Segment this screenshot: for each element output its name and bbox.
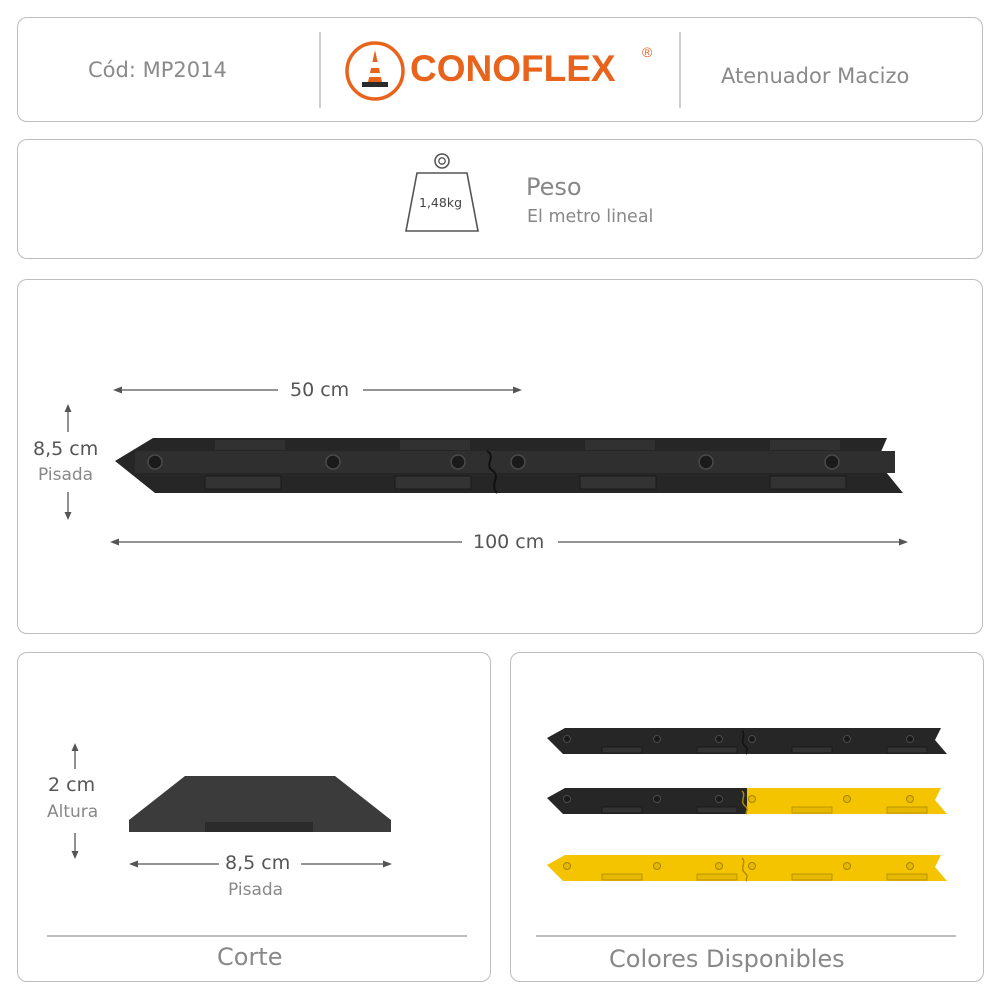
colors-caption: Colores Disponibles: [609, 945, 845, 973]
speed-hump-product-image: [115, 438, 903, 494]
header-divider-right: [679, 32, 681, 108]
colors-caption-divider: [536, 935, 956, 937]
half-length-arrow: [113, 386, 522, 394]
black-yellow-variant-image: [547, 788, 947, 815]
weight-subtitle: El metro lineal: [527, 207, 654, 227]
width-value: 8,5 cm: [33, 438, 99, 460]
full-length-arrow: [110, 538, 908, 546]
cross-section-shape: [129, 776, 391, 832]
section-width-label: Pisada: [228, 880, 284, 900]
height-arrow-down: [71, 833, 79, 859]
colors-card: Colores Disponibles: [510, 652, 984, 982]
section-width-arrow: [129, 860, 392, 868]
black-variant-image: [547, 728, 947, 755]
product-name: Atenuador Macizo: [721, 64, 910, 88]
height-label: Altura: [47, 802, 99, 822]
half-length-label: 50 cm: [290, 379, 350, 401]
width-arrow-up: [64, 404, 72, 432]
yellow-variant-image: [547, 855, 947, 882]
registered-mark: ®: [642, 44, 653, 60]
full-length-label: 100 cm: [473, 531, 545, 553]
width-arrow-down: [64, 492, 72, 520]
brand-logo: CONOFLEX: [410, 48, 616, 89]
weight-value: 1,48kg: [419, 195, 463, 210]
cone-logo-icon: [345, 41, 405, 101]
weight-card: 1,48kg Peso El metro lineal: [17, 139, 983, 259]
dimensions-card: 50 cm 8,5 cm Pisada 100 cm: [17, 279, 983, 634]
section-caption: Corte: [217, 943, 283, 971]
product-code: Cód: MP2014: [88, 58, 227, 82]
height-arrow-up: [71, 743, 79, 769]
width-label: Pisada: [38, 465, 94, 485]
cross-section-card: 2 cm Altura 8,5 cm Pisada Corte: [17, 652, 491, 982]
weight-title: Peso: [526, 173, 582, 201]
weight-icon: [405, 153, 479, 232]
height-value: 2 cm: [48, 774, 96, 796]
header-divider-left: [319, 32, 321, 108]
header-card: Cód: MP2014 CONOFLEX ® Atenuador Macizo: [17, 17, 983, 122]
section-caption-divider: [47, 935, 467, 937]
section-width-value: 8,5 cm: [225, 852, 291, 874]
